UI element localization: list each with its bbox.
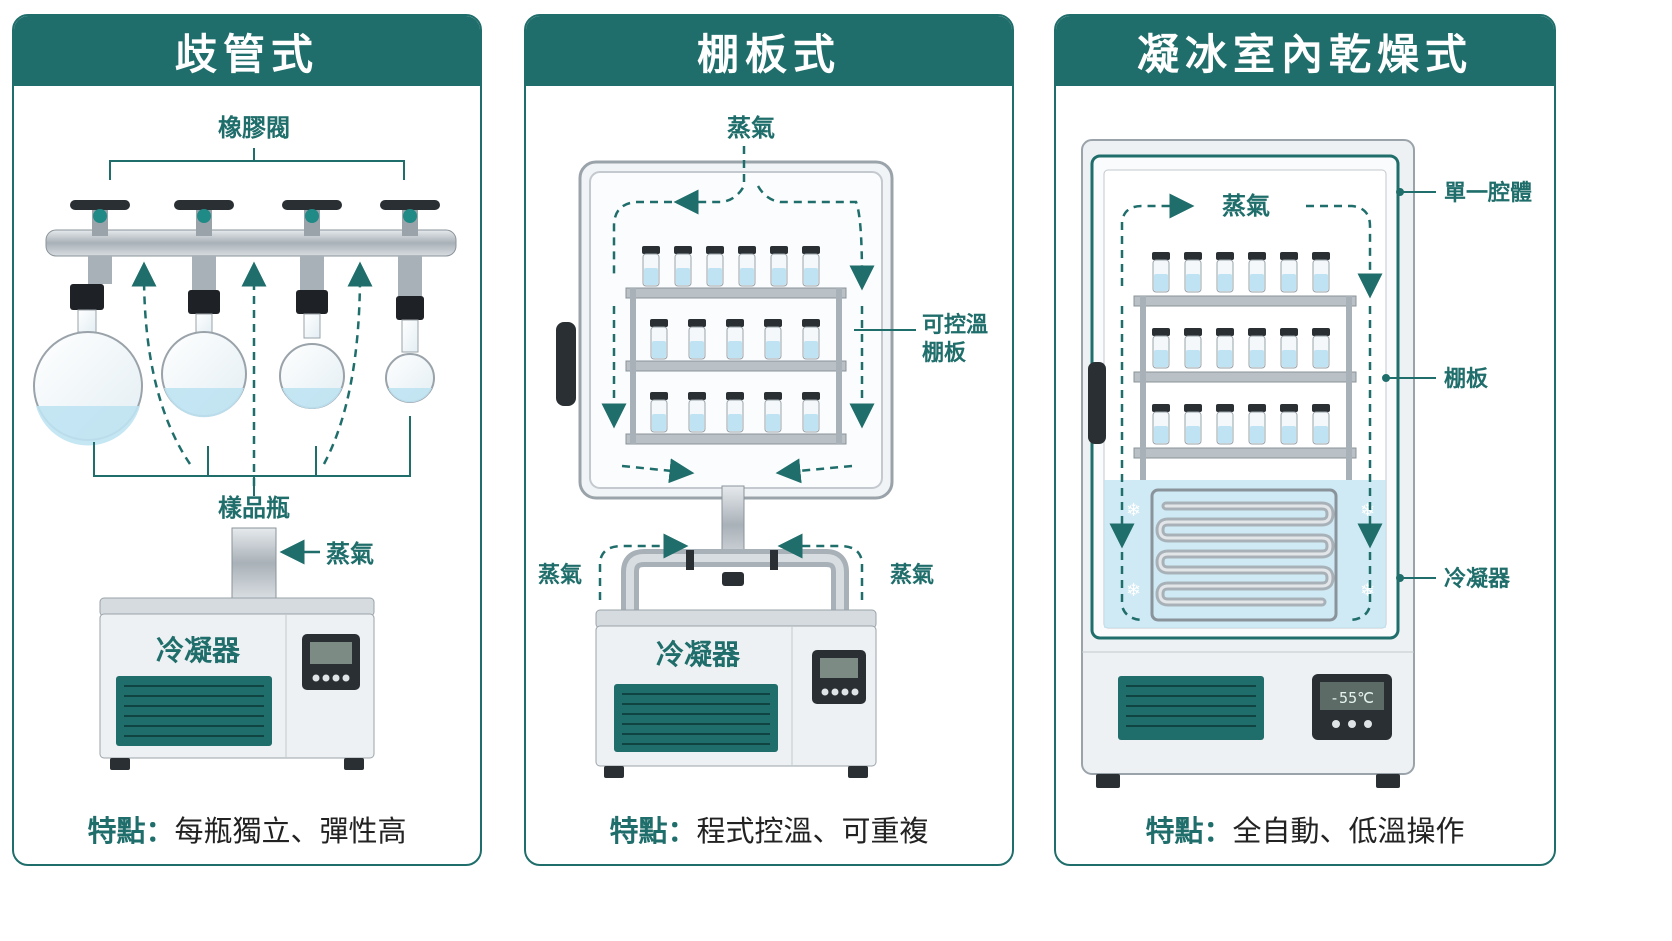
feature-line: 特點：全自動、低溫操作 (1056, 808, 1554, 850)
feature-text: 程式控溫、可重複 (696, 814, 929, 848)
panel-manifold: 歧管式 橡膠閥 (12, 14, 482, 866)
vapor-right-label: 蒸氣 (890, 562, 934, 588)
panel-internal-condenser: 凝冰室內乾燥式 蒸氣 (1054, 14, 1556, 866)
vapor-label: 蒸氣 (1222, 192, 1270, 220)
chamber-label: 單一腔體 (1444, 180, 1532, 206)
flask-bracket (93, 416, 411, 496)
feature-key: 特點： (1145, 814, 1233, 848)
manifold-pipe (45, 229, 457, 257)
vapor-column (231, 527, 277, 599)
chamber-handle (556, 322, 576, 406)
chamber-vapor-arrows (601, 146, 875, 484)
feature-text: 每瓶獨立、彈性高 (174, 814, 407, 848)
condenser-label: 冷凝器 (656, 638, 741, 671)
temperature-shelves (625, 287, 847, 445)
shelf-label-1: 可控溫 (922, 312, 988, 338)
svg-text:❄: ❄ (1360, 580, 1375, 601)
base-unit (1082, 651, 1414, 788)
svg-text:❄: ❄ (1126, 580, 1141, 601)
condenser-unit (99, 597, 375, 770)
flask-label: 樣品瓶 (218, 494, 290, 522)
manifold-diagram: 橡膠閥 (33, 114, 457, 770)
panel-title: 歧管式 (14, 16, 480, 86)
rubber-valves (70, 200, 440, 296)
condenser-label: 冷凝器 (156, 634, 241, 667)
svg-text:❄: ❄ (1126, 500, 1141, 521)
condenser-label: 冷凝器 (1444, 566, 1511, 592)
feature-line: 特點：程式控溫、可重複 (526, 808, 1012, 850)
feature-key: 特點： (609, 814, 697, 848)
shelf-label: 棚板 (1444, 367, 1489, 392)
vapor-left-label: 蒸氣 (538, 562, 582, 588)
feature-key: 特點： (87, 814, 175, 848)
valve-label: 橡膠閥 (218, 114, 290, 142)
internal-condenser-diagram: 蒸氣 ❄ ❄ ❄ ❄ (1081, 139, 1532, 788)
callout-lines (1382, 188, 1436, 582)
shelves (1133, 295, 1357, 480)
sample-flasks (33, 284, 435, 446)
coil-condenser: ❄ ❄ ❄ ❄ (1126, 488, 1375, 622)
feature-line: 特點：每瓶獨立、彈性高 (14, 808, 480, 850)
vapor-arrows (131, 261, 373, 486)
vapor-label: 蒸氣 (326, 540, 374, 568)
panel-shelf: 棚板式 蒸氣 (524, 14, 1014, 866)
valve-bracket (109, 148, 405, 180)
shelf-label-2: 棚板 (922, 341, 967, 366)
panel-title: 凝冰室內乾燥式 (1056, 16, 1554, 86)
connection-pipes (621, 485, 849, 610)
panel-title: 棚板式 (526, 16, 1012, 86)
temperature-display: -55℃ (1330, 689, 1374, 707)
svg-text:❄: ❄ (1360, 500, 1375, 521)
cabinet-handle (1088, 362, 1106, 444)
feature-text: 全自動、低溫操作 (1232, 814, 1465, 848)
vapor-arrows (1109, 193, 1383, 622)
vapor-top-label: 蒸氣 (727, 114, 775, 142)
shelf-diagram: 蒸氣 (538, 114, 988, 778)
condenser-unit (595, 609, 877, 778)
